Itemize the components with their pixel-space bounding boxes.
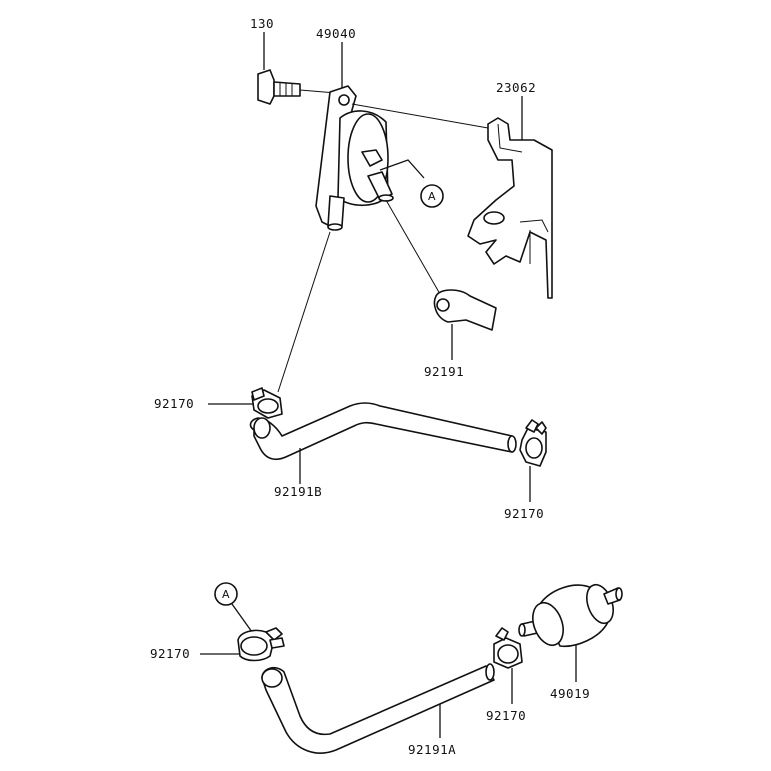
bracket-23062	[467, 117, 553, 299]
label-92170-upper-right: 92170	[504, 506, 544, 521]
hose-92191B	[249, 402, 517, 461]
label-92191: 92191	[424, 364, 464, 379]
label-49040: 49040	[316, 26, 356, 41]
label-92170-lower-left: 92170	[150, 646, 190, 661]
elbow-hose-92191	[433, 289, 497, 331]
label-23062: 23062	[496, 80, 536, 95]
fuel-filter-49019	[518, 583, 623, 647]
bolt-130	[257, 69, 301, 105]
hose-92191A	[261, 663, 495, 754]
fuel-pump-49040	[315, 85, 394, 231]
label-92191B: 92191B	[274, 484, 322, 499]
label-92170-upper-left: 92170	[154, 396, 194, 411]
clamp-92170-upper-right	[519, 419, 547, 467]
clamp-92170-lower-left	[237, 627, 285, 662]
clamp-92170-mid-lower	[493, 627, 523, 669]
label-49019: 49019	[550, 686, 590, 701]
ref-a-lower: A	[222, 588, 230, 601]
label-92170-mid-lower: 92170	[486, 708, 526, 723]
label-130: 130	[250, 16, 274, 31]
clamp-92170-upper-left	[251, 387, 283, 419]
label-92191A: 92191A	[408, 742, 456, 757]
ref-a-upper: A	[428, 190, 436, 203]
